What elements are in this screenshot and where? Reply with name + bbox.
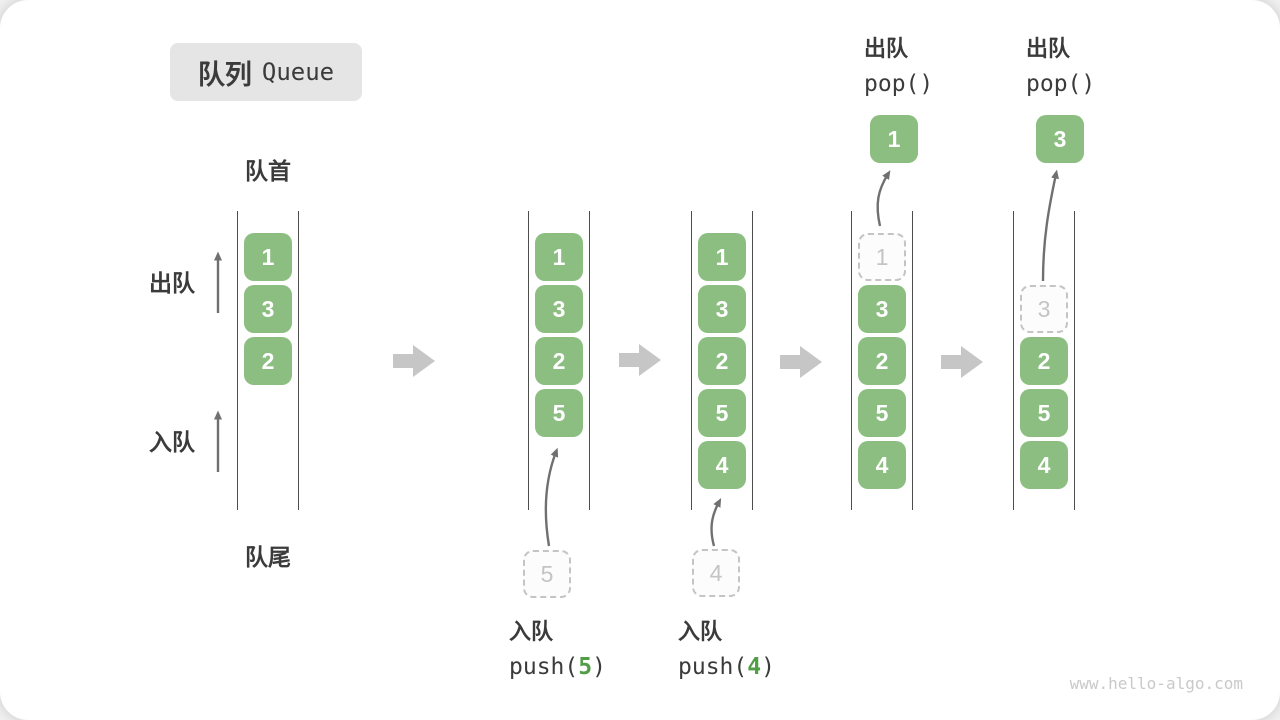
operation-name: 入队 (678, 619, 723, 644)
queue-item: 5 (1020, 389, 1068, 437)
title-en: Queue (261, 58, 335, 86)
queue-item: 2 (244, 337, 292, 385)
operation-code: pop() (864, 71, 934, 97)
operation-argument: 4 (747, 654, 762, 680)
queue-item: 1 (698, 233, 746, 281)
queue-item: 2 (698, 337, 746, 385)
queue-item: 4 (858, 441, 906, 489)
state-transition-arrow-icon (780, 346, 822, 378)
queue-item-ghost: 3 (1020, 285, 1068, 333)
operation-code: push(5) (509, 654, 606, 680)
operation-label: 入队 push(5) (509, 614, 606, 680)
queue-item: 5 (535, 389, 583, 437)
queue-item: 3 (244, 285, 292, 333)
watermark: www.hello-algo.com (1069, 674, 1243, 693)
queue-state-4-rails (851, 211, 913, 510)
queue-state-1-rails (237, 211, 299, 510)
state-transition-arrow-icon (393, 345, 435, 377)
queue-state-2-rails (528, 211, 590, 510)
queue-item: 2 (858, 337, 906, 385)
operation-code: push(4) (678, 654, 775, 680)
dequeue-label: 出队 (149, 270, 195, 296)
queue-item: 4 (1020, 441, 1068, 489)
queue-item: 3 (858, 285, 906, 333)
popped-item: 3 (1036, 115, 1084, 163)
title-zh: 队列 (197, 59, 252, 90)
queue-item: 1 (244, 233, 292, 281)
operation-name: 入队 (509, 619, 554, 644)
operation-name: 出队 (864, 36, 909, 61)
queue-item: 1 (535, 233, 583, 281)
operation-argument: 5 (578, 654, 593, 680)
queue-item: 4 (698, 441, 746, 489)
enqueue-label: 入队 (149, 429, 195, 455)
popped-item: 1 (870, 115, 918, 163)
operation-code: pop() (1026, 71, 1096, 97)
queue-item-ghost: 1 (858, 233, 906, 281)
operation-label: 出队 pop() (1026, 31, 1095, 97)
operation-label: 入队 push(4) (678, 614, 775, 680)
queue-item: 2 (1020, 337, 1068, 385)
incoming-item: 5 (523, 550, 571, 598)
queue-item: 3 (698, 285, 746, 333)
title-badge: 队列 Queue (170, 43, 362, 101)
state-transition-arrow-icon (941, 346, 983, 378)
queue-state-3-rails (691, 211, 753, 510)
queue-rear-label: 队尾 (245, 544, 291, 570)
queue-item: 2 (535, 337, 583, 385)
queue-item: 3 (535, 285, 583, 333)
queue-item: 5 (858, 389, 906, 437)
queue-item: 5 (698, 389, 746, 437)
operation-label: 出队 pop() (864, 31, 933, 97)
state-transition-arrow-icon (619, 344, 661, 376)
queue-state-5-rails (1013, 211, 1075, 510)
queue-front-label: 队首 (245, 158, 291, 184)
operation-name: 出队 (1026, 36, 1071, 61)
incoming-item: 4 (692, 549, 740, 597)
